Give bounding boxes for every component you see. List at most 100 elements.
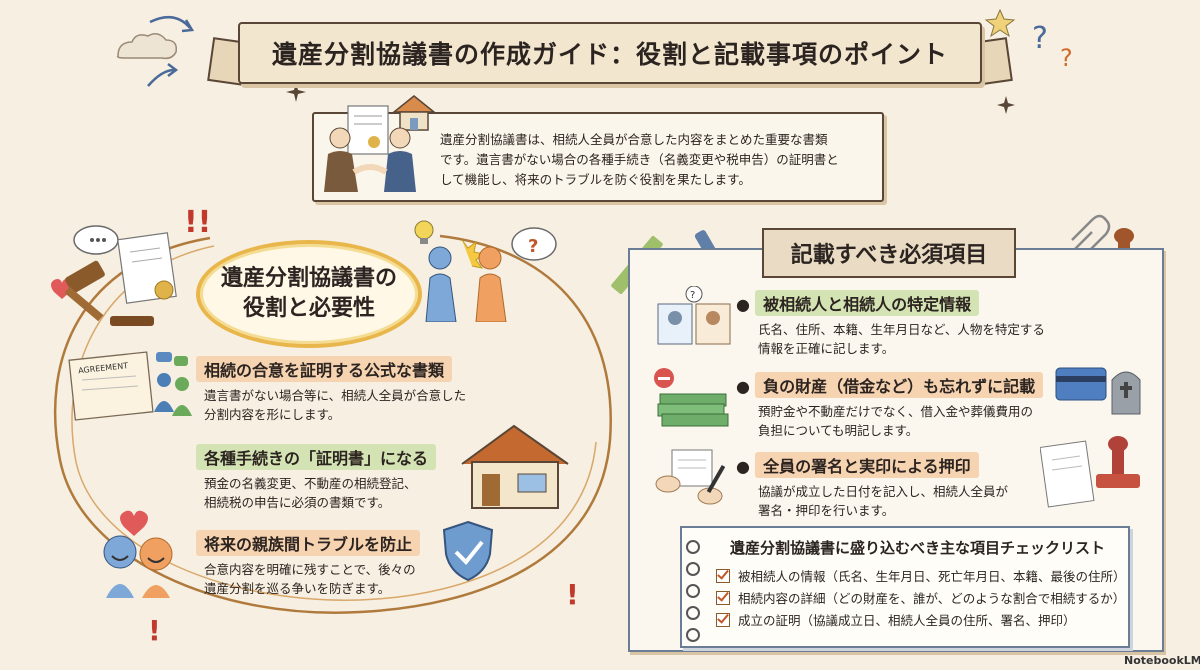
sparkle-icon [286, 82, 306, 102]
id-portrait-illustration: ? [657, 286, 731, 345]
checkbox-checked-icon [716, 590, 730, 605]
page-title: 遺産分割協議書の作成ガイド：役割と記載事項のポイント [271, 40, 948, 69]
speech-bubble-icon [511, 227, 557, 261]
spiral-ring-icon [686, 562, 700, 576]
minus-badge-icon [654, 368, 674, 388]
shield-check-icon [442, 520, 494, 582]
left-item-3: 将来の親族間トラブルを防止 合意内容を明確に残すことで、後々の 遺産分割を巡る争… [196, 530, 421, 598]
star-icon [984, 8, 1016, 38]
card-grave-illustration [1055, 367, 1141, 415]
right-item-2: ● 負の財産（借金など）も忘れずに記載 預貯金や不動産だけでなく、借入金や葬儀費… [736, 372, 1044, 440]
checklist-item: 成立の証明（協議成立日、相続人全員の住所、署名、押印） [716, 610, 1076, 629]
person-icon [384, 127, 416, 192]
right-item-heading: 全員の署名と実印による押印 [755, 452, 979, 478]
right-item-line: 署名・押印を行います。 [758, 503, 895, 518]
agreement-scroll-illustration: AGREEMENT [68, 351, 192, 421]
left-item-line: 相続税の申告に必須の書類です。 [204, 495, 391, 510]
left-title-line: 遺産分割協議書の [220, 266, 397, 291]
right-item-line: 協議が成立した日付を記入し、相続人全員が [758, 484, 1009, 499]
left-item-heading: 相続の合意を証明する公式な書類 [196, 356, 453, 382]
conflict-spark-icon [461, 239, 486, 269]
cash-stack-icon [657, 393, 729, 427]
exclamation-icon: !! [184, 205, 211, 240]
left-item-heading: 将来の親族間トラブルを防止 [196, 530, 421, 556]
left-item-body: 合意内容を明確に残すことで、後々の 遺産分割を巡る争いを防ぎます。 [204, 560, 420, 598]
left-item-heading: 各種手続きの「証明書」になる [196, 444, 437, 470]
right-item-heading: 被相続人と相続人の特定情報 [755, 290, 980, 316]
checklist-item: 被相続人の情報（氏名、生年月日、死亡年月日、本籍、最後の住所） [716, 566, 1126, 585]
left-item-line: 遺産分割を巡る争いを防ぎます。 [204, 581, 391, 596]
sparkle-icon [997, 96, 1015, 114]
left-item-1: 相続の合意を証明する公式な書類 遺言書がない場合等に、相続人全員が合意した 分割… [196, 356, 466, 424]
smiling-face-icon [103, 535, 137, 598]
question-bubble-icon: ? [685, 286, 703, 303]
right-item-heading: 負の財産（借金など）も忘れずに記載 [755, 372, 1044, 398]
heart-icon [120, 510, 148, 536]
people-argument-illustration [414, 220, 507, 322]
curved-arrow-icon [147, 68, 175, 87]
checkbox-checked-icon [716, 612, 730, 627]
spiral-ring-icon [686, 606, 700, 620]
gavel-document-illustration [64, 232, 177, 326]
right-item-line: 預貯金や不動産だけでなく、借入金や葬儀費用の [758, 404, 1034, 419]
stamp-icon [1096, 436, 1140, 488]
exclamation-icon: ! [148, 614, 161, 647]
house-icon [461, 424, 569, 509]
portrait-card-icon [657, 303, 731, 345]
left-item-line: 分割内容を形にします。 [204, 407, 341, 422]
lightbulb-icon [414, 220, 434, 244]
house-illustration [461, 424, 569, 509]
checklist-item: 相続内容の詳細（どの財産を、誰が、どのような割合で相続するか） [716, 588, 1125, 607]
document-icon [347, 105, 389, 155]
question-mark-icon: ? [1032, 21, 1048, 56]
svg-text:?: ? [690, 290, 695, 301]
chat-bubble-icon [156, 352, 188, 366]
spiral-ring-icon [686, 584, 700, 598]
checklist-item-label: 成立の証明（協議成立日、相続人全員の住所、署名、押印） [738, 613, 1076, 628]
right-item-line: 負担についても明記します。 [758, 423, 919, 438]
right-item-body: 協議が成立した日付を記入し、相続人全員が 署名・押印を行います。 [758, 482, 1008, 520]
curved-arrow-icon [149, 15, 191, 29]
svg-text:?: ? [528, 236, 538, 257]
signing-hands-illustration [655, 449, 726, 505]
bullet-icon: ● [736, 457, 750, 476]
right-item-body: 預貯金や不動産だけでなく、借入金や葬儀費用の 負担についても明記します。 [758, 402, 1043, 440]
right-item-line: 氏名、住所、本籍、生年月日など、人物を特定する [758, 322, 1045, 337]
scroll-document-icon: AGREEMENT [68, 351, 154, 421]
right-item-3: ● 全員の署名と実印による押印 協議が成立した日付を記入し、相続人全員が 署名・… [736, 452, 1008, 520]
cloud-icon [116, 33, 178, 60]
left-item-body: 遺言書がない場合等に、相続人全員が合意した 分割内容を形にします。 [204, 386, 466, 424]
spiral-ring-icon [686, 540, 700, 554]
right-item-1: ● 被相続人と相続人の特定情報 氏名、住所、本籍、生年月日など、人物を特定する … [736, 290, 1045, 358]
right-item-body: 氏名、住所、本籍、生年月日など、人物を特定する 情報を正確に記します。 [758, 320, 1045, 358]
gravestone-icon [1111, 371, 1141, 415]
question-mark-icon: ? [1060, 44, 1073, 72]
checkbox-checked-icon [716, 568, 730, 583]
document-icon [1040, 440, 1095, 508]
intro-line: して機能し、将来のトラブルを防ぐ役割を果たします。 [440, 172, 751, 187]
left-item-line: 預金の名義変更、不動産の相続登記、 [204, 476, 417, 491]
title-banner: 遺産分割協議書の作成ガイド：役割と記載事項のポイント [238, 22, 982, 84]
signing-hand-icon [655, 449, 726, 505]
notebooklm-logo: NotebookLM [1124, 654, 1200, 667]
left-item-body: 預金の名義変更、不動産の相続登記、 相続税の申告に必須の書類です。 [204, 474, 436, 512]
money-illustration [654, 368, 729, 427]
handshake-icon [352, 164, 388, 175]
intro-line: です。遺言書がない場合の各種手続き（名義変更や税申告）の証明書と [440, 152, 839, 167]
intro-line: 遺産分割協議書は、相続人全員が合意した内容をまとめた重要な書類 [440, 132, 828, 147]
credit-card-icon [1055, 367, 1107, 401]
person-icon [425, 246, 457, 322]
gavel-icon [64, 260, 154, 326]
bullet-icon: ● [736, 295, 750, 314]
bullet-icon: ● [736, 377, 750, 396]
person-icon [324, 127, 358, 192]
right-section-title: 記載すべき必須項目 [762, 228, 1016, 278]
checklist-card [680, 526, 1130, 648]
person-icon [475, 246, 507, 322]
left-item-2: 各種手続きの「証明書」になる 預金の名義変更、不動産の相続登記、 相続税の申告に… [196, 444, 437, 512]
smiling-face-icon [139, 537, 173, 598]
document-icon [117, 232, 177, 304]
exclamation-icon: ! [566, 578, 579, 611]
left-title-line: 役割と必要性 [242, 296, 375, 321]
checklist-item-label: 相続内容の詳細（どの財産を、誰が、どのような割合で相続するか） [738, 591, 1126, 606]
